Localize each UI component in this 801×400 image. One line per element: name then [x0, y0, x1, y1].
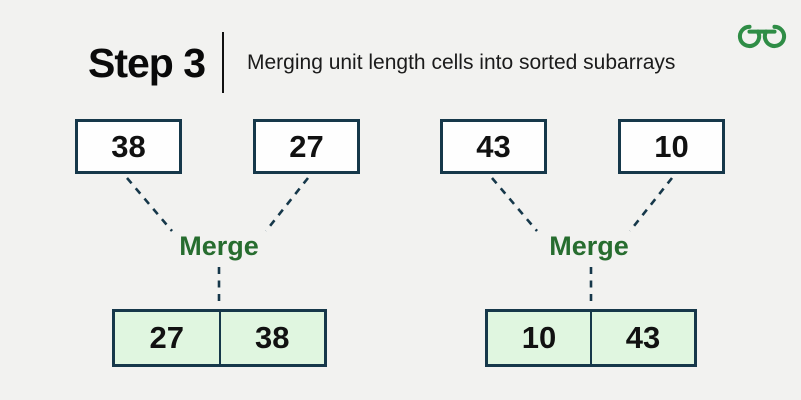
- step-description: Merging unit length cells into sorted su…: [247, 51, 676, 74]
- merged-subarray-right: 10 43: [485, 309, 697, 367]
- merged-cell-38: 38: [218, 312, 325, 364]
- geeksforgeeks-logo-icon: [737, 18, 787, 51]
- merged-cell-27: 27: [149, 320, 184, 355]
- merge-label-left: Merge: [179, 231, 259, 261]
- array-cell-27: 27: [253, 119, 360, 174]
- header-divider: [222, 32, 224, 93]
- merged-subarray-left: 27 38: [112, 309, 327, 367]
- array-cell-43: 43: [440, 119, 547, 174]
- merged-cell-43: 43: [590, 312, 694, 364]
- array-cell-38: 38: [75, 119, 182, 174]
- array-cell-10: 10: [618, 119, 725, 174]
- merge-label-right: Merge: [549, 231, 629, 261]
- step-title: Step 3: [88, 40, 206, 86]
- merged-cell-10: 10: [521, 320, 557, 355]
